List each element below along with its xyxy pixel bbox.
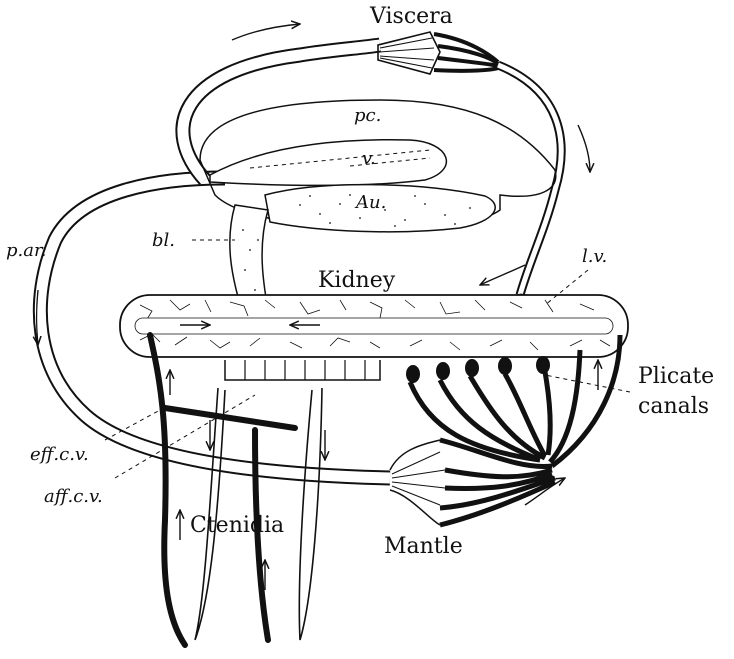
label-pallial-artery: p.ar. [6,242,46,260]
label-ctenidia: Ctenidia [190,515,284,537]
label-pericardium: pc. [354,107,381,125]
ventricle [210,140,446,186]
label-bl: bl. [152,232,175,250]
label-auricle: Au. [356,194,386,212]
label-lv: l.v. [582,248,607,266]
mantle-capillaries [390,440,555,525]
label-kidney: Kidney [318,270,395,292]
label-eff-cv: eff.c.v. [30,446,89,464]
label-aff-cv: aff.c.v. [44,488,103,506]
label-mantle: Mantle [384,536,463,558]
label-viscera: Viscera [370,6,453,28]
branchial-vessels [150,335,295,645]
label-ventricle: v. [362,150,376,168]
ctenidia [195,360,380,640]
viscera-capillaries [378,32,498,74]
label-canals: canals [638,396,709,418]
label-plicate: Plicate [638,366,714,388]
